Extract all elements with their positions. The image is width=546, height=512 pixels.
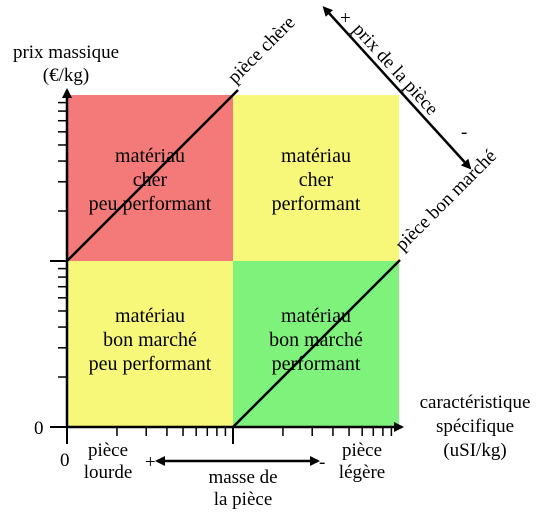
diagonal-upper-line	[66, 89, 239, 262]
quadrant-top-left-line1: matériau	[115, 145, 185, 167]
quadrant-top-right-line2: cher	[299, 169, 334, 191]
quadrant-bottom-left	[67, 261, 233, 427]
mass-center-label: masse de	[208, 467, 277, 488]
mass-right-label-2: légère	[339, 462, 385, 483]
mass-plus: +	[145, 452, 156, 473]
mass-right-label: pièce	[342, 440, 382, 461]
y-axis-ticks	[58, 101, 67, 378]
mass-minus: -	[319, 452, 325, 473]
x-axis-unit: (uSI/kg)	[443, 440, 506, 461]
x-axis-label: caractéristique	[420, 392, 531, 413]
x-axis-ticks	[116, 427, 393, 436]
x-origin-label: 0	[60, 450, 70, 471]
quadrant-bottom-right-line3: performant	[272, 353, 361, 375]
mass-left-label-2: lourde	[84, 462, 133, 483]
x-axis-label-2: spécifique	[436, 416, 514, 437]
price-arrow	[322, 6, 472, 170]
diagonal-lower-line	[232, 259, 401, 428]
price-arrow-minus: -	[461, 122, 467, 143]
quadrant-bottom-left-line1: matériau	[115, 305, 185, 327]
quadrant-top-left-line3: peu performant	[89, 193, 212, 215]
quadrant-bottom-left-line3: peu performant	[89, 353, 212, 375]
quadrant-top-left-line2: cher	[133, 169, 168, 191]
quadrant-bottom-right-line1: matériau	[281, 305, 351, 327]
y-axis-unit: (€/kg)	[43, 65, 89, 86]
diagonal-lower-label: pièce bon marché	[391, 146, 501, 256]
mass-center-label-2: la pièce	[214, 489, 273, 510]
diagonal-upper-label: pièce chère	[224, 12, 300, 88]
quadrant-top-right-line3: performant	[272, 193, 361, 215]
mass-left-label: pièce	[88, 440, 128, 461]
quadrant-bottom-right-line2: bon marché	[269, 329, 363, 351]
quadrant-top-right-line1: matériau	[281, 145, 351, 167]
quadrant-bottom-left-line2: bon marché	[103, 329, 197, 351]
y-axis-label: prix massique	[13, 42, 119, 63]
price-arrow-plus: +	[340, 8, 351, 29]
y-origin-label: 0	[34, 418, 44, 439]
